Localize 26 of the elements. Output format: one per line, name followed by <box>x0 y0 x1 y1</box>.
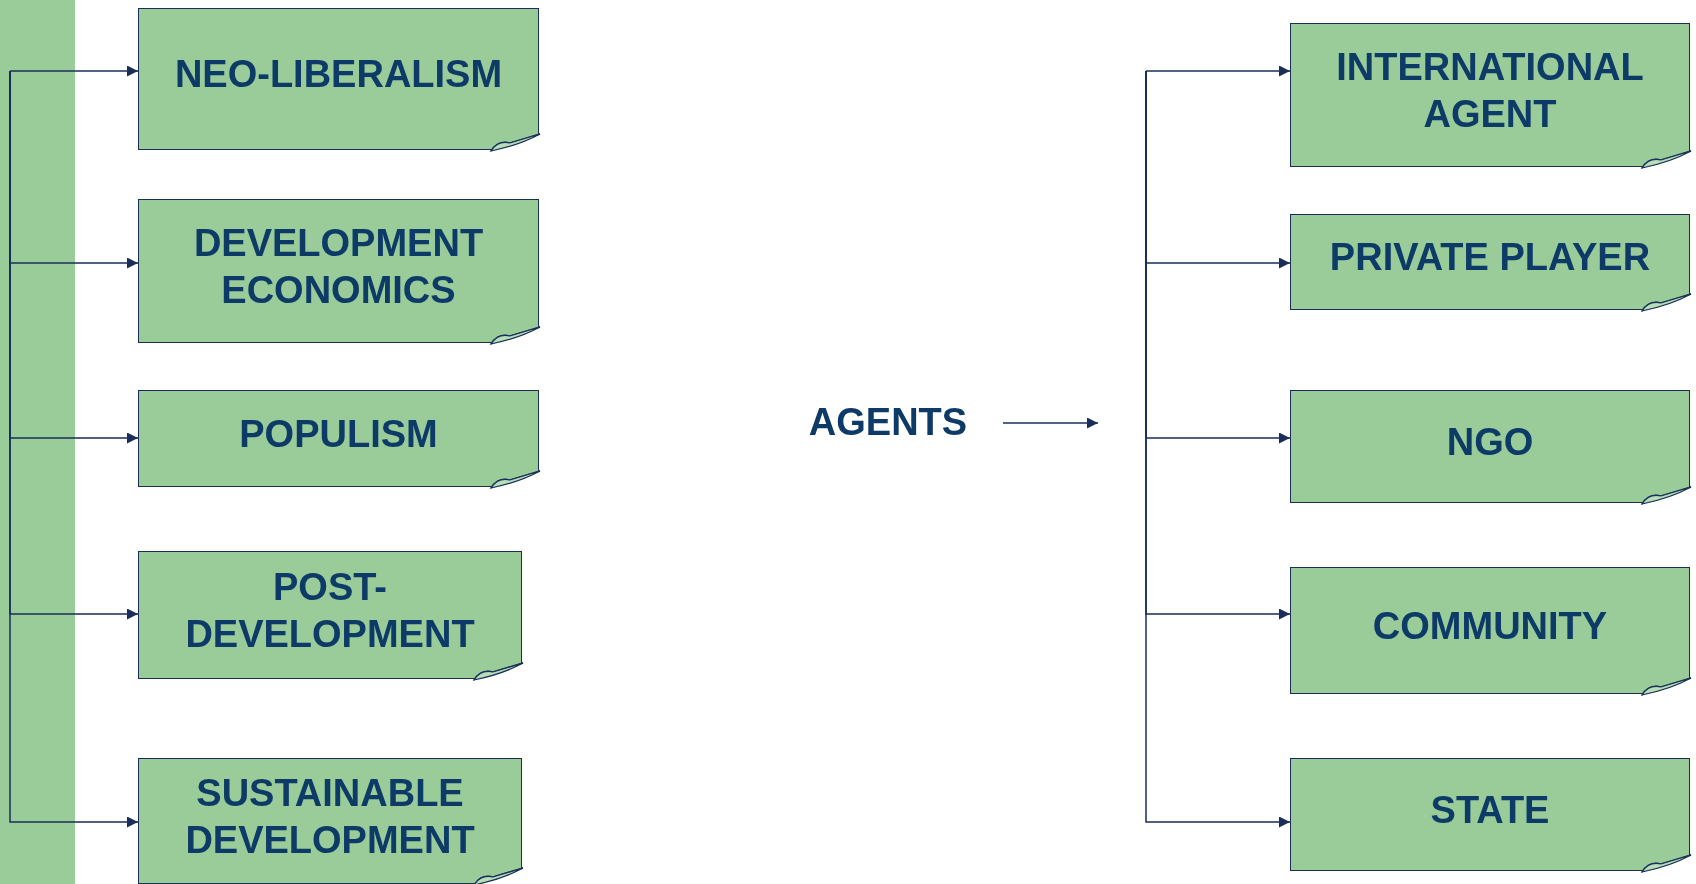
arrow <box>1145 70 1291 828</box>
note-box <box>138 551 522 679</box>
note-box <box>1290 390 1690 503</box>
note-box <box>138 390 539 487</box>
arrow <box>1002 417 1099 429</box>
node-label: AGENTS <box>808 400 968 446</box>
arrow <box>1145 65 1291 77</box>
note-box <box>1290 758 1690 871</box>
arrow <box>9 65 139 77</box>
node-label: POST- DEVELOPMENT <box>184 564 476 657</box>
node-label: PRIVATE PLAYER <box>1329 235 1651 281</box>
node-label: SUSTAINABLE DEVELOPMENT <box>184 770 476 863</box>
node-label: INTERNATIONAL AGENT <box>1335 44 1645 137</box>
note-box <box>138 199 539 343</box>
node-label: NGO <box>1446 419 1534 465</box>
node-label: POPULISM <box>239 411 438 457</box>
node-label: COMMUNITY <box>1372 603 1608 649</box>
node-label: NEO-LIBERALISM <box>174 52 503 98</box>
node-label: DEVELOPMENT ECONOMICS <box>192 220 485 313</box>
note-box <box>138 8 539 150</box>
side-band <box>0 0 75 884</box>
node-label: STATE <box>1430 787 1550 833</box>
note-box <box>1290 567 1690 694</box>
note-box <box>1290 23 1690 167</box>
note-box <box>138 758 522 884</box>
note-box <box>1290 214 1690 310</box>
